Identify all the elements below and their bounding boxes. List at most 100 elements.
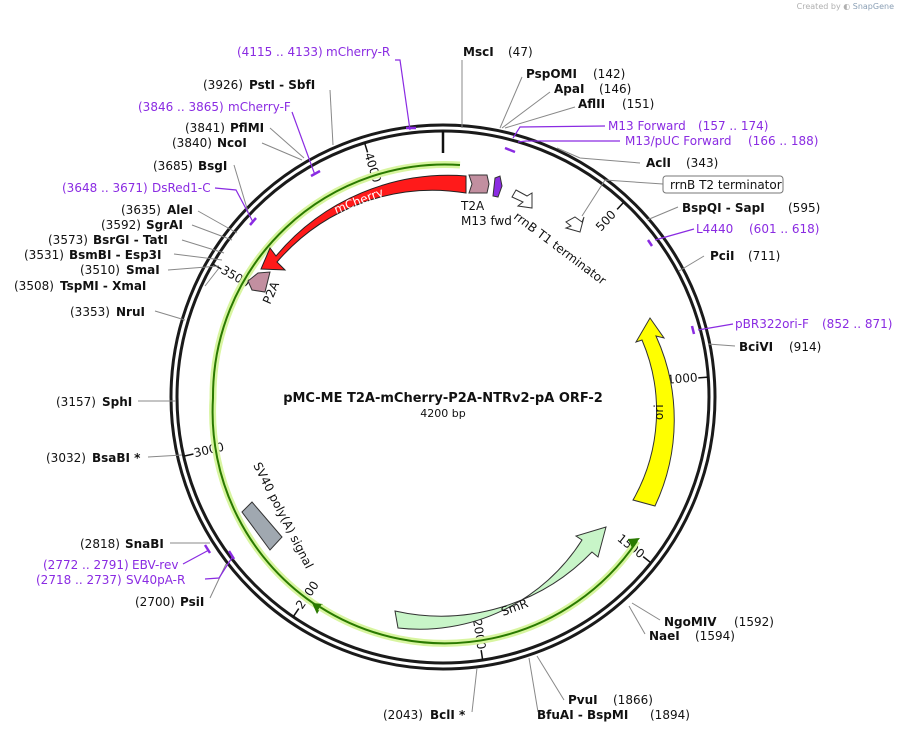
site-pos: (1594) — [695, 629, 735, 643]
site-ncoi[interactable]: (3840)NcoI — [172, 136, 247, 150]
site-name: PvuI — [568, 693, 598, 707]
t2a-feature[interactable] — [468, 174, 490, 194]
leader-pbr322ori-f — [697, 323, 734, 331]
sv40-polya-feature[interactable] — [241, 501, 283, 551]
leader-bcli — [471, 667, 478, 713]
site-alei[interactable]: (3635)AleI — [121, 203, 193, 217]
site-bsmbi-esp3i[interactable]: (3531)BsmBI - Esp3I — [24, 248, 161, 262]
m13-fwd-label: M13 fwd — [461, 214, 512, 228]
site-bcivi[interactable]: BciVI(914) — [739, 340, 821, 354]
plasmid-name: pMC-ME T2A-mCherry-P2A-NTRv2-pA ORF-2 — [283, 391, 603, 406]
scale-tick — [183, 453, 194, 457]
mark-pbr322ori-f — [690, 325, 696, 335]
site-pos: (1866) — [613, 693, 653, 707]
rrnb-t2-terminator-feature[interactable] — [564, 216, 585, 233]
site-name: NruI — [116, 305, 145, 319]
primer-range: (4115 .. 4133) — [237, 45, 323, 59]
primer-m13puc-forward[interactable]: M13/pUC Forward(166 .. 188) — [625, 134, 818, 148]
site-bspqi-sapi[interactable]: BspQI - SapI(595) — [682, 201, 820, 215]
site-pos: (3592) — [101, 218, 141, 232]
site-pos: (3510) — [80, 263, 120, 277]
site-name: AleI — [167, 203, 193, 217]
mcherry-feature[interactable] — [260, 174, 467, 271]
site-pcii[interactable]: PciI(711) — [710, 249, 780, 263]
site-bcli[interactable]: (2043)BclI * — [383, 708, 466, 722]
site-snabi[interactable]: (2818)SnaBI — [80, 537, 164, 551]
scale-tick — [480, 650, 484, 661]
site-aflii[interactable]: AflII(151) — [578, 97, 654, 111]
primer-m13-forward[interactable]: M13 Forward(157 .. 174) — [608, 119, 768, 133]
leader-bsgi — [233, 164, 250, 216]
site-leaders — [138, 60, 736, 713]
leader-pflmi — [269, 127, 305, 159]
leader-nrui — [154, 310, 186, 321]
features — [241, 174, 675, 630]
site-acli[interactable]: AclI(343) — [646, 156, 718, 170]
site-psii[interactable]: (2700)PsiI — [135, 595, 204, 609]
scale-tick-label: 2000 — [470, 618, 488, 650]
site-name: SmaI — [126, 263, 160, 277]
leader-mcherry-f — [291, 111, 316, 176]
site-bsrgi-tati[interactable]: (3573)BsrGI - TatI — [48, 233, 168, 247]
rrnb-t2-label-box — [662, 175, 784, 194]
p2a-feature[interactable] — [247, 271, 271, 293]
site-bsabi[interactable]: (3032) BsaBI * — [46, 451, 141, 465]
primer-dsred1-c[interactable]: (3648 .. 3671)DsRed1-C — [62, 181, 211, 195]
primer-range: (157 .. 174) — [698, 119, 768, 133]
scale-tick — [616, 201, 625, 210]
site-pos: (3032) — [46, 451, 86, 465]
site-pos: (1592) — [734, 615, 774, 629]
site-apai[interactable]: ApaI(146) — [554, 82, 631, 96]
scale-tick — [363, 142, 369, 153]
backbone-outer — [169, 123, 717, 671]
primer-mcherry-r[interactable]: (4115 .. 4133)mCherry-R — [237, 45, 390, 59]
ori-feature[interactable] — [632, 317, 675, 507]
site-nrui[interactable]: (3353)NruI — [70, 305, 145, 319]
rrnb-t1-terminator-feature[interactable] — [511, 189, 533, 209]
primer-l4440[interactable]: L4440(601 .. 618) — [696, 222, 819, 236]
smr-feature[interactable] — [394, 526, 607, 630]
site-pflmi[interactable]: (3841)PflMI — [185, 121, 264, 135]
leader-sgrai — [191, 224, 233, 241]
primer-sv40pa-r[interactable]: (2718 .. 2737)SV40pA-R — [36, 573, 185, 587]
ori-label: ori — [652, 404, 666, 420]
site-pvui[interactable]: PvuI (1866) — [568, 693, 653, 707]
leader-m13-forward — [512, 125, 606, 139]
site-name: SphI — [102, 395, 132, 409]
site-tspmi-xmai[interactable]: (3508)TspMI - XmaI — [14, 279, 146, 293]
site-sgrai[interactable]: (3592)SgrAI — [101, 218, 183, 232]
primer-pbr322ori-f[interactable]: pBR322ori-F(852 .. 871) — [735, 317, 892, 331]
site-name: BsaBI * — [92, 451, 141, 465]
site-pspomi[interactable]: PspOMI(142) — [526, 67, 625, 81]
primer-range: (3846 .. 3865) — [138, 100, 224, 114]
site-pos: (2043) — [383, 708, 423, 722]
site-naei[interactable]: NaeI (1594) — [649, 629, 735, 643]
restriction-sites: MscI(47) PspOMI(142) ApaI(146) AflII(151… — [14, 45, 821, 722]
site-bsgi[interactable]: (3685)BsgI — [153, 159, 227, 173]
mark-ebv-rev — [203, 544, 212, 554]
mark-m13 — [504, 146, 516, 154]
site-smai[interactable]: (3510) SmaI — [80, 263, 160, 277]
primer-mcherry-f[interactable]: (3846 .. 3865)mCherry-F — [138, 100, 291, 114]
site-pos: (142) — [593, 67, 625, 81]
m13-fwd-feature[interactable] — [492, 175, 503, 198]
site-pos: (3531) — [24, 248, 64, 262]
site-pos: (3685) — [153, 159, 193, 173]
site-name: MscI — [463, 45, 494, 59]
site-name: PstI - SbfI — [249, 78, 315, 92]
leader-bsmbi — [173, 253, 223, 261]
primer-ebv-rev[interactable]: (2772 .. 2791)EBV-rev — [43, 558, 178, 572]
site-pos: (3926) — [203, 78, 243, 92]
site-mscI[interactable]: MscI(47) — [463, 45, 533, 59]
site-sphi[interactable]: (3157)SphI — [56, 395, 132, 409]
site-name: PciI — [710, 249, 735, 263]
site-bfuai-bspmi[interactable]: BfuAI - BspMI(1894) — [537, 708, 690, 722]
site-name: AflII — [578, 97, 605, 111]
site-psti-sbfi[interactable]: (3926) PstI - SbfI — [203, 78, 315, 92]
leader-pspomi — [499, 76, 523, 129]
credit-brand: SnapGene — [852, 2, 894, 11]
site-ngomiv[interactable]: NgoMIV(1592) — [664, 615, 774, 629]
site-pos: (3573) — [48, 233, 88, 247]
site-name: NaeI — [649, 629, 680, 643]
